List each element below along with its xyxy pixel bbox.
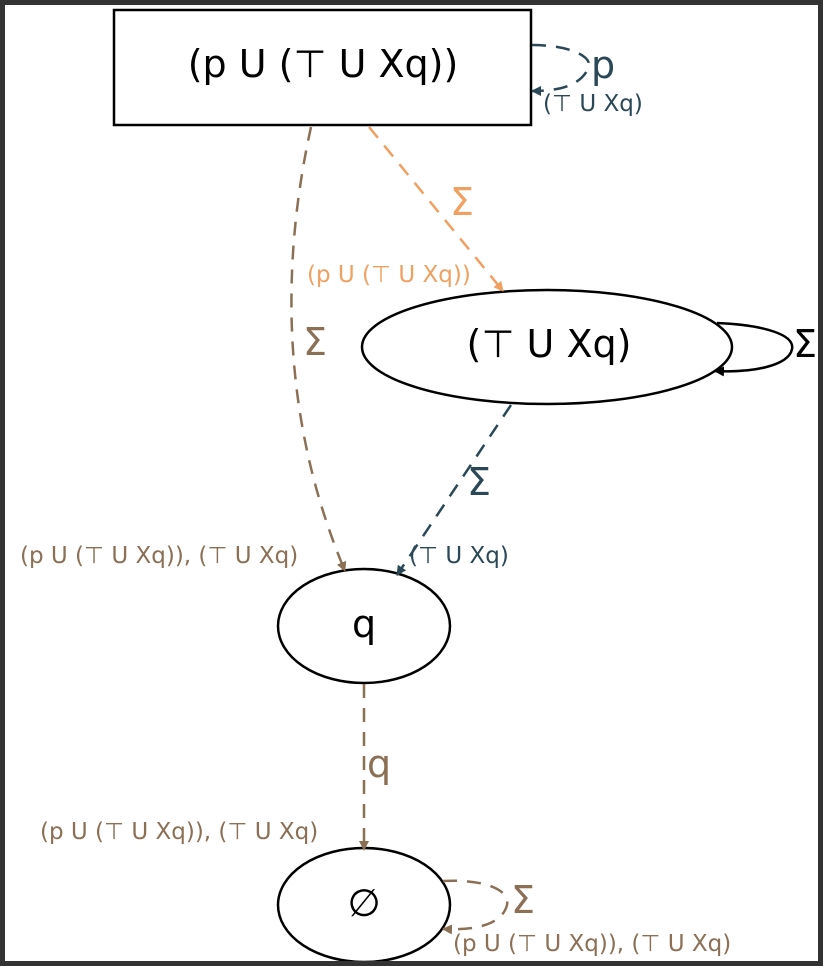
edge-initial-to-q: Σ (p U (⊤ U Xq)), (⊤ U Xq): [20, 126, 347, 572]
edge-empty-self: Σ (p U (⊤ U Xq)), (⊤ U Xq): [442, 878, 731, 957]
edge-initial-self-sublabel: (⊤ U Xq): [543, 91, 643, 117]
edge-until-to-q: Σ (⊤ U Xq): [395, 404, 513, 576]
edge-initial-to-until: Σ (p U (⊤ U Xq)): [307, 126, 504, 292]
edge-q-to-empty: q (p U (⊤ U Xq)), (⊤ U Xq): [40, 684, 391, 851]
edge-until-self-label: Σ: [793, 322, 817, 366]
node-empty: ∅: [276, 846, 452, 961]
edge-until-to-q-sublabel: (⊤ U Xq): [409, 543, 509, 569]
edge-empty-self-sublabel: (p U (⊤ U Xq)), (⊤ U Xq): [453, 931, 731, 957]
edge-q-to-empty-label: q: [367, 742, 391, 786]
edge-initial-to-until-sublabel: (p U (⊤ U Xq)): [307, 262, 471, 288]
edge-initial-to-q-sublabel: (p U (⊤ U Xq)), (⊤ U Xq): [20, 543, 298, 569]
automaton-graph: (p U (⊤ U Xq)) (⊤ U Xq) q ∅ p (⊤ U Xq) Σ…: [20, 8, 817, 961]
edge-initial-to-q-label: Σ: [303, 320, 327, 364]
edge-q-to-empty-sublabel: (p U (⊤ U Xq)), (⊤ U Xq): [40, 819, 318, 845]
edge-until-to-q-label: Σ: [467, 460, 491, 504]
node-until-xq-label: (⊤ U Xq): [467, 322, 632, 366]
edge-until-self: Σ: [714, 321, 817, 377]
node-initial-label: (p U (⊤ U Xq)): [188, 42, 459, 86]
node-until-xq: (⊤ U Xq): [360, 288, 734, 406]
edge-empty-self-label: Σ: [511, 878, 535, 922]
edge-initial-self-label: p: [591, 43, 615, 87]
node-empty-label: ∅: [347, 881, 380, 925]
node-q-label: q: [352, 602, 376, 646]
edge-initial-to-until-label: Σ: [450, 180, 474, 224]
node-q: q: [276, 567, 452, 685]
edge-initial-self: p (⊤ U Xq): [531, 43, 643, 117]
node-initial: (p U (⊤ U Xq)): [112, 8, 533, 127]
